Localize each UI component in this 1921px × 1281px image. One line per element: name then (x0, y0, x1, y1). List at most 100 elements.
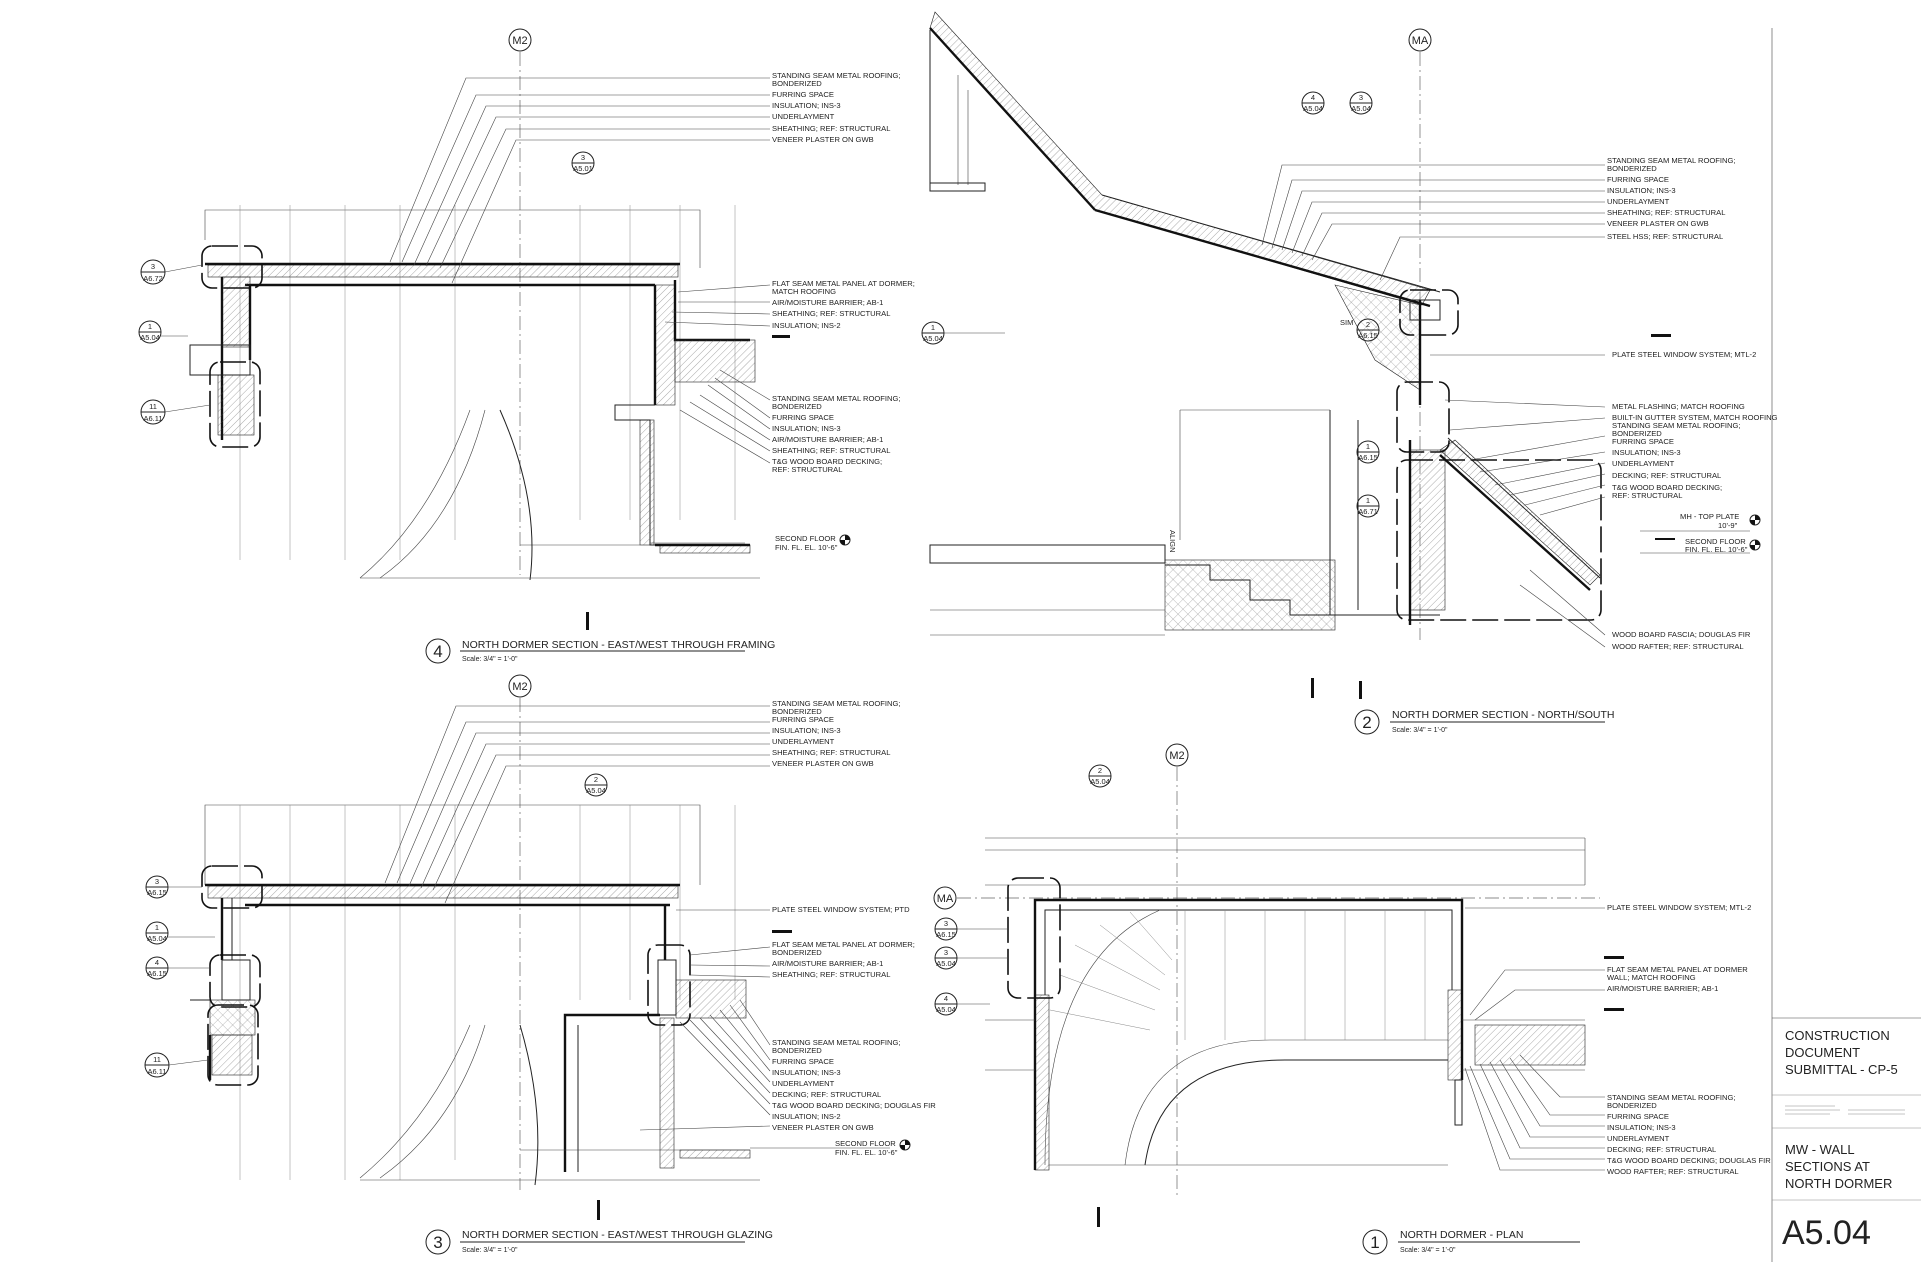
note-d1-low-1: BONDERIZED (1607, 1101, 1657, 1110)
callout-11-a6-11: 11 A6.11 (140, 399, 211, 425)
align-note: ALIGN (1168, 530, 1177, 553)
svg-text:3: 3 (155, 877, 159, 886)
svg-text:A6.71: A6.71 (1358, 507, 1378, 516)
note-d2-top-0: STANDING SEAM METAL ROOFING; (1607, 156, 1736, 165)
note-d3-low-5: DECKING; REF: STRUCTURAL (772, 1090, 881, 1099)
note-d3-low-8: VENEER PLASTER ON GWB (772, 1123, 874, 1132)
level-d4-name: SECOND FLOOR (775, 534, 836, 543)
note-d2-top-1: BONDERIZED (1607, 164, 1657, 173)
sheet-number: A5.04 (1782, 1214, 1871, 1252)
detail-2-number: 2 (1362, 713, 1371, 732)
svg-text:A5.04: A5.04 (1351, 104, 1371, 113)
note-d4-low-3: INSULATION; INS-3 (772, 424, 841, 433)
detail-4-framing-section: M2 (138, 28, 915, 664)
note-d4-mid-1: MATCH ROOFING (772, 287, 836, 296)
svg-text:1: 1 (1366, 442, 1370, 451)
svg-text:2: 2 (1098, 766, 1102, 775)
detail-3-number: 3 (433, 1233, 442, 1252)
note-d4-low-1: BONDERIZED (772, 402, 822, 411)
note-d3-top-5: SHEATHING; REF: STRUCTURAL (772, 748, 890, 757)
svg-text:A5.04: A5.04 (1303, 104, 1323, 113)
note-d3-top-3: INSULATION; INS-3 (772, 726, 841, 735)
note-d2-top-6: VENEER PLASTER ON GWB (1607, 219, 1709, 228)
callout-1-a5-04-d3: 1 A5.04 (145, 921, 215, 945)
note-d1-low-4: UNDERLAYMENT (1607, 1134, 1670, 1143)
note-d2-mid-1: BUILT-IN GUTTER SYSTEM, MATCH ROOFING (1612, 413, 1778, 422)
note-d4-top-6: VENEER PLASTER ON GWB (772, 135, 874, 144)
note-d4-mid-2: AIR/MOISTURE BARRIER; AB-1 (772, 298, 883, 307)
grid-bubble-m2: M2 (512, 35, 527, 47)
note-d2-top-3: INSULATION; INS-3 (1607, 186, 1676, 195)
detail-1-title: NORTH DORMER - PLAN (1400, 1229, 1523, 1241)
title-block: CONSTRUCTION DOCUMENT SUBMITTAL - CP-5 M… (1771, 28, 1921, 1262)
callout-2-a5-04-d1: 2 A5.04 (1088, 764, 1112, 788)
note-d3-mid-3: SHEATHING; REF: STRUCTURAL (772, 970, 890, 979)
svg-text:A5.01: A5.01 (573, 164, 593, 173)
note-d3-low-4: UNDERLAYMENT (772, 1079, 835, 1088)
callout-3-a5-04: 3 A5.04 (1349, 91, 1373, 115)
note-d2-mid-5: INSULATION; INS-3 (1612, 448, 1681, 457)
grid-bubble-m2-d3: M2 (512, 681, 527, 693)
svg-text:3: 3 (944, 948, 948, 957)
grid-bubble-m2-d1: M2 (1169, 750, 1184, 762)
level-d4-elev: FIN. FL. EL. 10'-6" (775, 543, 838, 552)
note-d3-low-1: BONDERIZED (772, 1046, 822, 1055)
note-d2-mid-0: METAL FLASHING; MATCH ROOFING (1612, 402, 1745, 411)
note-d3-low-6: T&G WOOD BOARD DECKING; DOUGLAS FIR (772, 1101, 936, 1110)
detail-4-scale: Scale: 3/4" = 1'-0" (462, 656, 518, 663)
note-d4-low-2: FURRING SPACE (772, 413, 834, 422)
note-d4-top-4: UNDERLAYMENT (772, 112, 835, 121)
callout-1-a6-71: 1 A6.71 (1356, 494, 1380, 518)
svg-text:2: 2 (594, 775, 598, 784)
svg-text:3: 3 (1359, 93, 1363, 102)
note-d3-low-2: FURRING SPACE (772, 1057, 834, 1066)
callout-2-a5-04: 2 A5.04 (584, 773, 608, 797)
svg-text:4: 4 (1311, 93, 1315, 102)
note-d3-top-6: VENEER PLASTER ON GWB (772, 759, 874, 768)
callout-1-a5-04-d2: 1 A5.04 (921, 321, 1005, 345)
detail-1-plan: M2 MA (933, 743, 1771, 1255)
svg-text:3: 3 (151, 262, 155, 271)
svg-text:3: 3 (944, 919, 948, 928)
note-d2-mid-6: UNDERLAYMENT (1612, 459, 1675, 468)
level-d2-elev: FIN. FL. EL. 10'-6" (1685, 545, 1748, 554)
callout-11-a6-11-d3: 11 A6.11 (144, 1052, 209, 1078)
note-d1-window: PLATE STEEL WINDOW SYSTEM; MTL-2 (1607, 903, 1751, 912)
svg-text:A5.04: A5.04 (923, 334, 943, 343)
svg-text:1: 1 (931, 323, 935, 332)
level-d3-name: SECOND FLOOR (835, 1139, 896, 1148)
note-d3-low-7: INSULATION; INS-2 (772, 1112, 841, 1121)
callout-1-a6-15: 1 A6.15 (1356, 440, 1380, 464)
note-d3-top-4: UNDERLAYMENT (772, 737, 835, 746)
svg-text:A5.04: A5.04 (140, 333, 160, 342)
svg-text:A5.04: A5.04 (936, 959, 956, 968)
svg-text:A6.15: A6.15 (936, 930, 956, 939)
callout-4-a6-15: 4 A6.15 (145, 956, 210, 980)
note-d1-low-3: INSULATION; INS-3 (1607, 1123, 1676, 1132)
svg-text:4: 4 (155, 958, 159, 967)
svg-text:A6.11: A6.11 (143, 414, 162, 423)
callout-3-a5-01: 3 A5.01 (571, 151, 595, 175)
level-d2-top-name: MH - TOP PLATE (1680, 512, 1739, 521)
note-d4-low-5: SHEATHING; REF: STRUCTURAL (772, 446, 890, 455)
detail-1-scale: Scale: 3/4" = 1'-0" (1400, 1247, 1456, 1254)
svg-text:A6.72: A6.72 (143, 274, 163, 283)
note-d2-top-7: STEEL HSS; REF: STRUCTURAL (1607, 232, 1723, 241)
sheet-title-line-1: MW - WALL (1785, 1142, 1855, 1157)
note-d1-low-2: FURRING SPACE (1607, 1112, 1669, 1121)
detail-3-title: NORTH DORMER SECTION - EAST/WEST THROUGH… (462, 1229, 773, 1241)
note-d4-low-0: STANDING SEAM METAL ROOFING; (772, 394, 901, 403)
svg-text:A5.04: A5.04 (586, 786, 606, 795)
svg-text:11: 11 (153, 1055, 161, 1064)
detail-1-number: 1 (1370, 1233, 1379, 1252)
note-d3-low-3: INSULATION; INS-3 (772, 1068, 841, 1077)
note-d2-top-2: FURRING SPACE (1607, 175, 1669, 184)
note-d3-mid-2: AIR/MOISTURE BARRIER; AB-1 (772, 959, 883, 968)
note-d3-mid-1: BONDERIZED (772, 948, 822, 957)
grid-bubble-ma-top: MA (1412, 35, 1429, 47)
note-d4-mid-0: FLAT SEAM METAL PANEL AT DORMER; (772, 279, 915, 288)
svg-text:3: 3 (581, 153, 585, 162)
note-d1-mid-2: AIR/MOISTURE BARRIER; AB-1 (1607, 984, 1718, 993)
note-d1-low-6: T&G WOOD BOARD DECKING; DOUGLAS FIR (1607, 1156, 1771, 1165)
